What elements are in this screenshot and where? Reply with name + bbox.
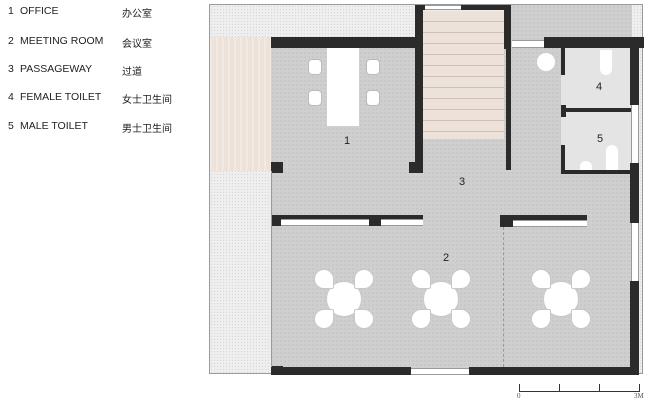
legend-label-en: PASSAGEWAY: [20, 63, 93, 75]
wall: [271, 215, 281, 226]
toilet-fixture: [606, 145, 618, 170]
wall: [513, 215, 587, 220]
office-chair: [308, 90, 322, 106]
legend-label-zh: 会议室: [122, 39, 152, 50]
meeting-chair: [571, 309, 591, 329]
wall: [271, 162, 283, 173]
wall: [561, 105, 566, 117]
legend-label-en: FEMALE TOILET: [20, 91, 102, 103]
wall: [369, 215, 381, 226]
legend-number: 3: [8, 63, 14, 75]
scale-label-end: 3M: [634, 392, 644, 400]
wall: [500, 215, 513, 227]
wall: [271, 366, 283, 375]
room-number-male-toilet: 5: [597, 133, 604, 145]
wall: [561, 145, 565, 173]
room-number-office: 1: [344, 135, 351, 147]
wall: [565, 108, 631, 112]
staircase: [422, 11, 504, 139]
window: [411, 368, 469, 375]
wall: [630, 281, 639, 375]
legend-number: 2: [8, 35, 14, 47]
meeting-chair: [571, 269, 591, 289]
room-number-female-toilet: 4: [596, 81, 603, 93]
window: [631, 223, 639, 281]
floor-plan: 1 2 3 4 5: [209, 4, 644, 375]
scale-bar: [519, 384, 640, 392]
folding-partition: [503, 227, 504, 367]
wall: [630, 163, 639, 223]
room-number-meeting: 2: [443, 252, 450, 264]
legend-label-zh: 办公室: [122, 9, 152, 20]
wall: [506, 37, 511, 170]
scale-label-start: 0: [517, 392, 521, 400]
meeting-chair: [531, 269, 551, 289]
meeting-chair: [354, 269, 374, 289]
meeting-chair: [411, 309, 431, 329]
sink-fixture: [537, 53, 555, 71]
office-chair: [366, 90, 380, 106]
legend-label-zh: 过道: [122, 67, 142, 78]
urinal-fixture: [580, 161, 592, 170]
wall: [283, 367, 411, 375]
upper-right-floor: [504, 5, 632, 43]
meeting-chair: [451, 309, 471, 329]
wall: [271, 215, 423, 219]
legend-label-en: MALE TOILET: [20, 120, 88, 132]
meeting-chair: [451, 269, 471, 289]
wall: [461, 5, 511, 10]
legend-label-en: MEETING ROOM: [20, 35, 104, 47]
wall: [504, 5, 511, 49]
meeting-chair: [314, 269, 334, 289]
office-chair: [366, 59, 380, 75]
meeting-chair: [411, 269, 431, 289]
toilet-fixture: [600, 50, 612, 75]
wall: [415, 5, 423, 173]
scale-tick: [559, 384, 560, 391]
legend-label-zh: 女士卫生间: [122, 95, 172, 106]
wall: [271, 37, 421, 48]
window: [513, 220, 587, 227]
legend-number: 1: [8, 5, 14, 17]
legend-number: 4: [8, 91, 14, 103]
scale-tick: [599, 384, 600, 391]
legend-number: 5: [8, 120, 14, 132]
window: [425, 5, 461, 10]
meeting-chair: [531, 309, 551, 329]
wall: [544, 37, 644, 48]
glass-partition: [271, 171, 272, 367]
office-table: [327, 48, 359, 126]
legend-label-zh: 男士卫生间: [122, 124, 172, 135]
window: [281, 219, 369, 226]
wooden-deck: [210, 37, 271, 171]
room-number-passage: 3: [459, 176, 466, 188]
window: [381, 219, 423, 226]
meeting-chair: [314, 309, 334, 329]
meeting-chair: [354, 309, 374, 329]
window: [512, 40, 544, 48]
office-chair: [308, 59, 322, 75]
wall: [630, 37, 639, 105]
wall: [561, 170, 633, 174]
wall: [415, 5, 425, 10]
window: [631, 105, 639, 163]
wall: [409, 162, 423, 173]
wall: [561, 47, 565, 75]
wall: [469, 367, 639, 375]
legend-label-en: OFFICE: [20, 5, 59, 17]
